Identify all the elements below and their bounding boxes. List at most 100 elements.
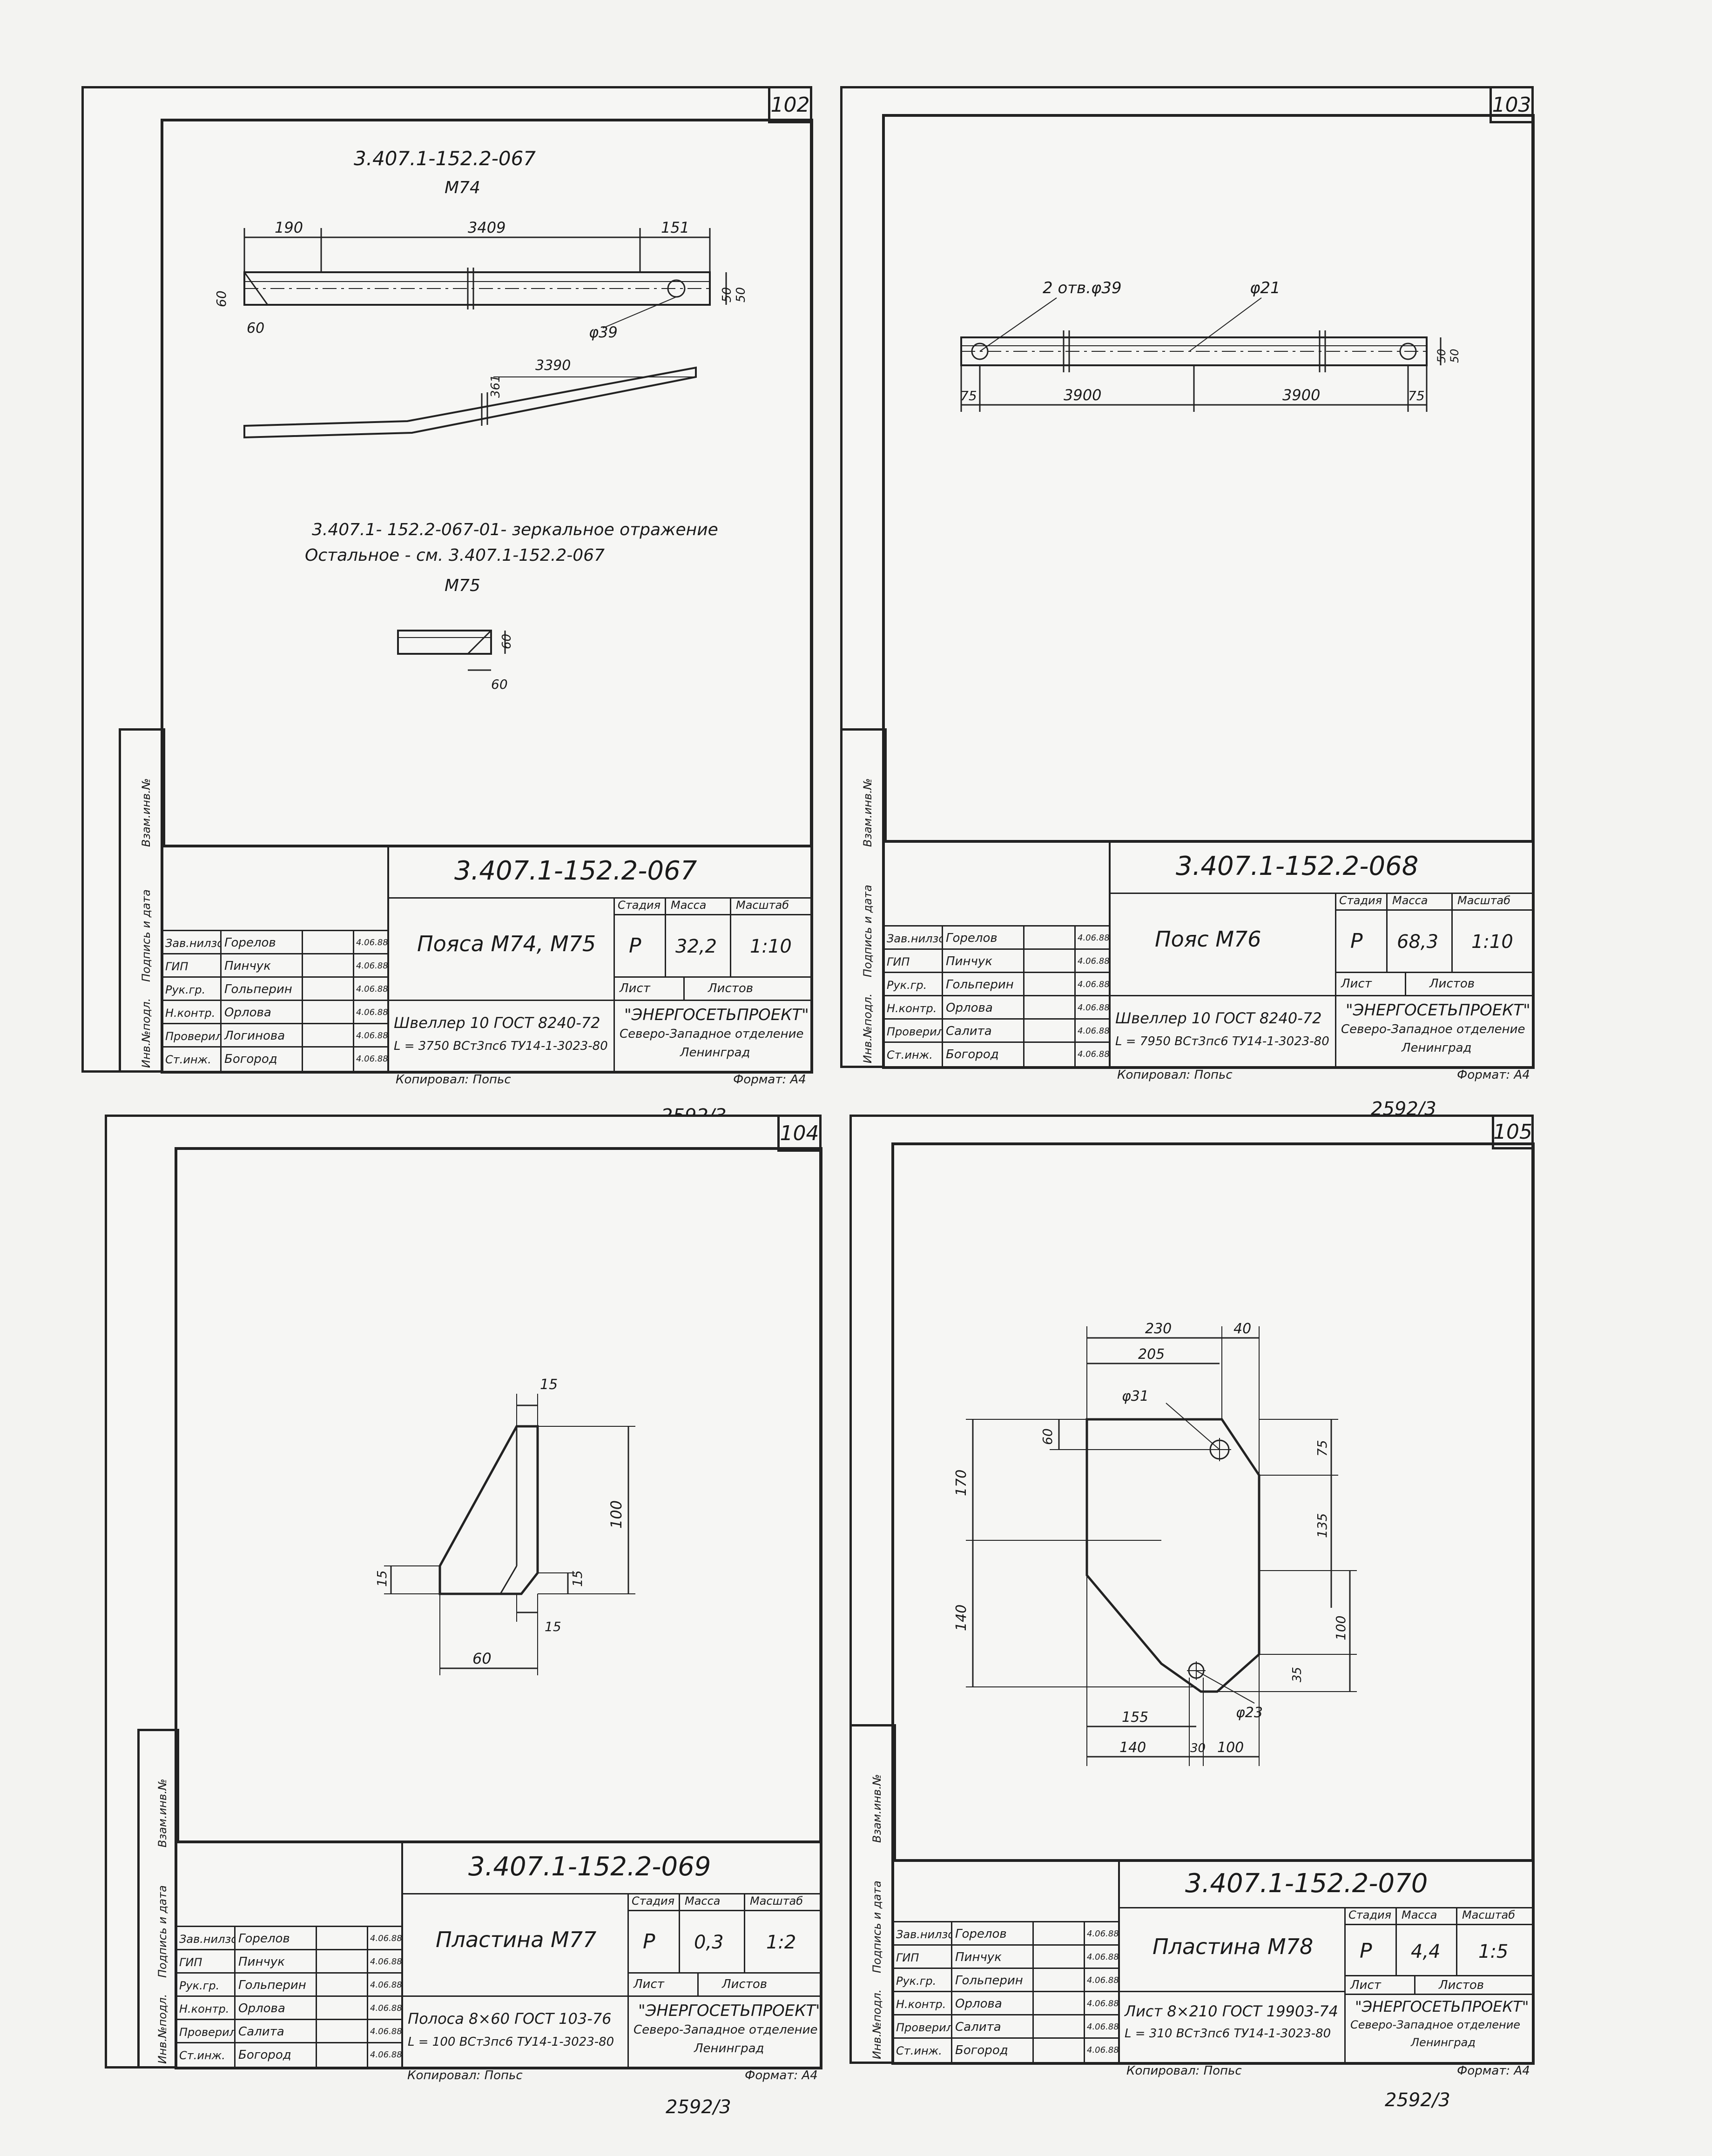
- dim: 170: [953, 1470, 970, 1496]
- date: 4.06.88: [1087, 1975, 1119, 1985]
- dim: 140: [1119, 1740, 1146, 1756]
- note: 3.407.1- 152.2-067-01- зеркальное отраже…: [312, 520, 718, 539]
- mark-label: М74: [445, 178, 480, 197]
- dim: 135: [1314, 1513, 1330, 1538]
- doc-code: 3.407.1-152.2-067: [454, 856, 697, 886]
- role: Проверил: [179, 2026, 236, 2039]
- role: ГИП: [165, 960, 189, 973]
- dim: 60: [1040, 1428, 1055, 1445]
- dim: 15: [545, 1619, 561, 1634]
- stage-header: Стадия: [632, 1894, 675, 1907]
- dim: 50: [734, 287, 748, 302]
- mark-label: М75: [445, 576, 480, 595]
- part-title: Пояса М74, М75: [417, 931, 596, 956]
- side-stamp: Инв.№подл. Подпись и дата Взам.инв.№: [849, 1724, 896, 2064]
- staff-name: Горелов: [946, 931, 998, 945]
- date: 4.06.88: [1078, 933, 1110, 943]
- date: 4.06.88: [1087, 1929, 1119, 1939]
- side-stamp: Инв.№подл. Подпись и дата Взам.инв.№: [119, 728, 165, 1073]
- stage-value: Р: [629, 934, 641, 958]
- role: Проверил: [165, 1030, 222, 1043]
- staff-name: Логинова: [224, 1029, 285, 1043]
- role: Ст.инж.: [165, 1053, 211, 1066]
- doc-code: 3.407.1-152.2-070: [1185, 1868, 1428, 1899]
- side-stamp: Инв.№подл. Подпись и дата Взам.инв.№: [840, 728, 887, 1068]
- side-label: Взам.инв.№: [156, 1779, 169, 1847]
- part-title: Пластина М78: [1153, 1934, 1314, 1959]
- role: Проверил: [896, 2021, 952, 2034]
- date: 4.06.88: [1087, 1952, 1119, 1962]
- material-line-1: Лист 8×210 ГОСТ 19903-74: [1125, 2002, 1338, 2020]
- mass-value: 0,3: [694, 1932, 724, 1953]
- sheets-label: Листов: [1429, 977, 1475, 991]
- side-label: Подпись и дата: [870, 1881, 883, 1973]
- sheet-number: 105: [1492, 1115, 1534, 1149]
- format-label: Формат: А4: [733, 1073, 806, 1087]
- staff-name: Гольперин: [955, 1974, 1023, 1988]
- dim: 151: [661, 219, 689, 236]
- staff-name: Пинчук: [946, 954, 992, 968]
- side-label: Подпись и дата: [861, 885, 874, 977]
- hole-dim: φ39: [589, 323, 618, 341]
- staff-name: Гольперин: [238, 1978, 306, 1992]
- staff-name: Гольперин: [224, 982, 292, 996]
- material-line-2: L = 310 ВСт3пс6 ТУ14-1-3023-80: [1125, 2027, 1331, 2041]
- format-label: Формат: А4: [1457, 1068, 1530, 1082]
- material-line-1: Швеллер 10 ГОСТ 8240-72: [394, 1014, 600, 1032]
- org-branch: Северо-Западное отделение: [1350, 2018, 1521, 2031]
- org-name: "ЭНЕРГОСЕТЬПРОЕКТ": [638, 2002, 820, 2020]
- drawing-105: 230 40 205 φ31 170 140 60 75 135 100 35 …: [891, 1142, 1529, 1859]
- sheet-number: 102: [768, 86, 812, 123]
- org-city: Ленинград: [1402, 1041, 1472, 1055]
- side-label: Взам.инв.№: [140, 778, 153, 847]
- dim: 3390: [535, 357, 571, 374]
- sheet-number: 104: [777, 1115, 822, 1152]
- dim: 205: [1138, 1346, 1165, 1363]
- dim: 3900: [1282, 386, 1320, 404]
- dim: 50: [720, 287, 734, 302]
- dim: 3409: [468, 219, 506, 236]
- date: 4.06.88: [1078, 1026, 1110, 1036]
- side-label: Инв.№подл.: [156, 1994, 169, 2064]
- staff-name: Орлова: [946, 1001, 993, 1015]
- material-line-2: L = 7950 ВСт3пс6 ТУ14-1-3023-80: [1115, 1034, 1329, 1048]
- dim: 75: [1314, 1440, 1330, 1457]
- role: Рук.гр.: [887, 979, 927, 992]
- role: Ст.инж.: [887, 1048, 933, 1061]
- sheet-label: Лист: [1341, 977, 1372, 991]
- format-label: Формат: А4: [745, 2069, 818, 2082]
- stage-value: Р: [1360, 1939, 1372, 1963]
- dim: 3900: [1064, 386, 1101, 404]
- date: 4.06.88: [1078, 956, 1110, 966]
- date: 4.06.88: [370, 1934, 402, 1943]
- role: Н.контр.: [887, 1002, 937, 1015]
- staff-name: Салита: [955, 2020, 1001, 2034]
- role: ГИП: [887, 955, 910, 968]
- scale-header: Масштаб: [1462, 1908, 1516, 1921]
- role: Зав.нилзо: [165, 937, 222, 950]
- stage-header: Стадия: [618, 899, 661, 912]
- role: Рук.гр.: [179, 1979, 220, 1992]
- side-label: Инв.№подл.: [140, 998, 153, 1068]
- staff-name: Богород: [224, 1052, 277, 1066]
- staff-name: Пинчук: [955, 1950, 1002, 1964]
- sheets-label: Листов: [1439, 1978, 1484, 1992]
- staff-name: Богород: [238, 2048, 291, 2062]
- dim: 155: [1122, 1709, 1148, 1726]
- staff-name: Горелов: [224, 936, 276, 950]
- date: 4.06.88: [1087, 2045, 1119, 2055]
- role: Рук.гр.: [896, 1975, 937, 1988]
- date: 4.06.88: [1087, 1999, 1119, 2008]
- role: ГИП: [179, 1956, 202, 1969]
- dim: 75: [960, 388, 977, 403]
- dim: 60: [491, 677, 508, 692]
- date: 4.06.88: [356, 1031, 388, 1041]
- hole-label: φ21: [1250, 279, 1281, 297]
- copied-by: Копировал: Попьс: [407, 2069, 523, 2082]
- sheet-number: 103: [1490, 86, 1534, 123]
- side-stamp: Инв.№подл. Подпись и дата Взам.инв.№: [137, 1729, 179, 2069]
- org-branch: Северо-Западное отделение: [634, 2023, 818, 2037]
- note: Остальное - см. 3.407.1-152.2-067: [305, 546, 605, 565]
- org-branch: Северо-Западное отделение: [1341, 1022, 1525, 1036]
- format-label: Формат: А4: [1457, 2064, 1530, 2078]
